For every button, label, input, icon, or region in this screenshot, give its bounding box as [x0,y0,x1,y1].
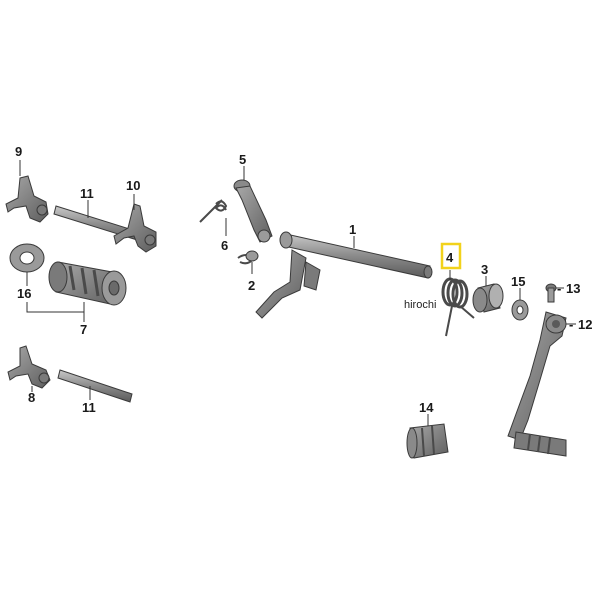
spring-6 [199,199,228,223]
highlight-box-4 [440,242,462,270]
bolt-13 [545,283,557,303]
callout-4: 4 [446,250,454,265]
leader-lines [19,160,576,426]
washer-15 [511,299,529,321]
dash-13: - [557,281,561,296]
callout-11-upper: 11 [80,186,94,201]
callout-9: 9 [15,144,22,159]
callout-12: 12 [578,317,592,332]
callout-labels: 9 11 10 16 7 8 11 5 6 2 1 4 3 15 13 12 1… [15,144,592,415]
callout-7: 7 [80,322,87,337]
torsion-spring-4 [441,277,475,337]
callout-14: 14 [419,400,434,415]
callout-15: 15 [511,274,525,289]
dash-12: - [569,317,573,332]
shift-drum-7 [48,261,127,306]
collar-3 [472,283,504,313]
lever-arm-5 [233,179,273,243]
callout-5: 5 [239,152,246,167]
callout-11-lower: 11 [82,400,96,415]
callout-6: 6 [221,238,228,253]
shift-fork-10 [113,203,157,253]
shift-pedal-12 [507,311,567,457]
spring-clip-2 [237,250,259,265]
watermark: hirochi [404,299,436,311]
callout-8: 8 [28,390,35,405]
callout-2: 2 [248,278,255,293]
pedal-rubber-14 [406,423,449,459]
callout-3: 3 [481,262,488,277]
shift-shaft-1 [255,231,433,319]
callout-10: 10 [126,178,140,193]
shift-fork-9 [5,175,49,223]
callout-16: 16 [17,286,31,301]
callout-13: 13 [566,281,580,296]
washer-16 [9,243,45,273]
fork-shaft-11-lower [57,369,133,403]
callout-1: 1 [349,222,356,237]
shift-fork-8 [7,345,51,389]
